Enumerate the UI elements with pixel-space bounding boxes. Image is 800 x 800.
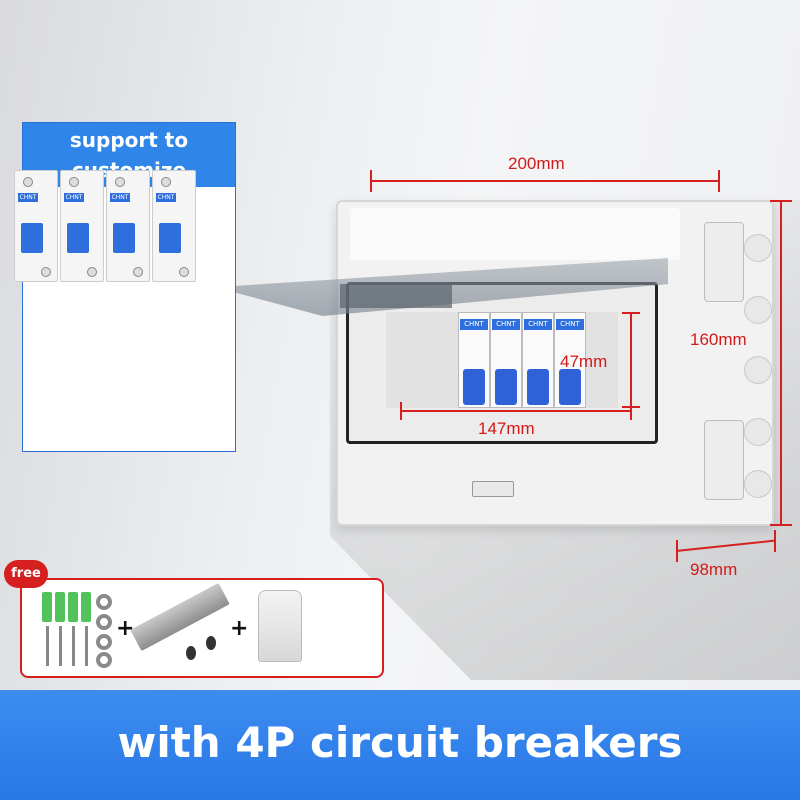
upper-hinge (704, 222, 744, 302)
depth-label: 98mm (690, 560, 738, 579)
knockout (744, 470, 772, 498)
rail-screw (186, 646, 196, 660)
circuit-breaker: CHNT (490, 312, 522, 408)
inner-height-label: 47mm (560, 352, 608, 371)
wall-anchor (55, 592, 65, 622)
mini-breaker: CHNT (60, 170, 104, 282)
customize-breakers-image: CHNT CHNT CHNT CHNT (14, 170, 204, 290)
knockout (744, 296, 772, 324)
circuit-breaker: CHNT (554, 312, 586, 408)
washer (96, 614, 112, 630)
depth-tick-left (676, 540, 678, 562)
height-tick-top (770, 200, 792, 202)
customize-card-header: support to customize (23, 123, 235, 187)
knockout (744, 356, 772, 384)
cable-gland (258, 590, 302, 662)
free-badge: free (4, 560, 48, 588)
knockout (744, 234, 772, 262)
washer (96, 594, 112, 610)
wall-anchor (68, 592, 78, 622)
latch (472, 481, 514, 497)
circuit-breaker: CHNT (522, 312, 554, 408)
customize-title-line1: support to (69, 128, 189, 152)
rail-screw (206, 636, 216, 650)
inner-height-tick-bottom (622, 406, 640, 408)
width-tick-right (718, 170, 720, 192)
height-dimension-line (780, 200, 782, 526)
bottom-banner (0, 690, 800, 800)
depth-tick-right (774, 530, 776, 552)
inner-width-tick-right (630, 402, 632, 420)
width-tick-left (370, 170, 372, 192)
plus-sign: + (230, 616, 249, 641)
screw (46, 626, 49, 666)
inner-width-tick-left (400, 402, 402, 420)
inner-height-tick-top (622, 312, 640, 314)
mini-breaker: CHNT (14, 170, 58, 282)
width-dimension-line (370, 180, 720, 182)
inner-width-label: 147mm (478, 419, 535, 438)
mini-breaker: CHNT (106, 170, 150, 282)
screw (72, 626, 75, 666)
box-top-rim (350, 208, 680, 260)
screw (85, 626, 88, 666)
height-tick-bottom (770, 524, 792, 526)
width-label: 200mm (508, 154, 565, 173)
washer (96, 634, 112, 650)
banner-text: with 4P circuit breakers (117, 718, 683, 767)
inner-width-dimension-line (400, 410, 632, 412)
plus-sign: + (116, 616, 135, 641)
height-label: 160mm (690, 330, 747, 349)
screw (59, 626, 62, 666)
inner-height-dimension-line (630, 312, 632, 408)
wall-anchor (42, 592, 52, 622)
lid-edge (340, 284, 452, 308)
mini-breaker: CHNT (152, 170, 196, 282)
wall-anchor (81, 592, 91, 622)
circuit-breaker: CHNT (458, 312, 490, 408)
washer (96, 652, 112, 668)
knockout (744, 418, 772, 446)
lower-hinge (704, 420, 744, 500)
